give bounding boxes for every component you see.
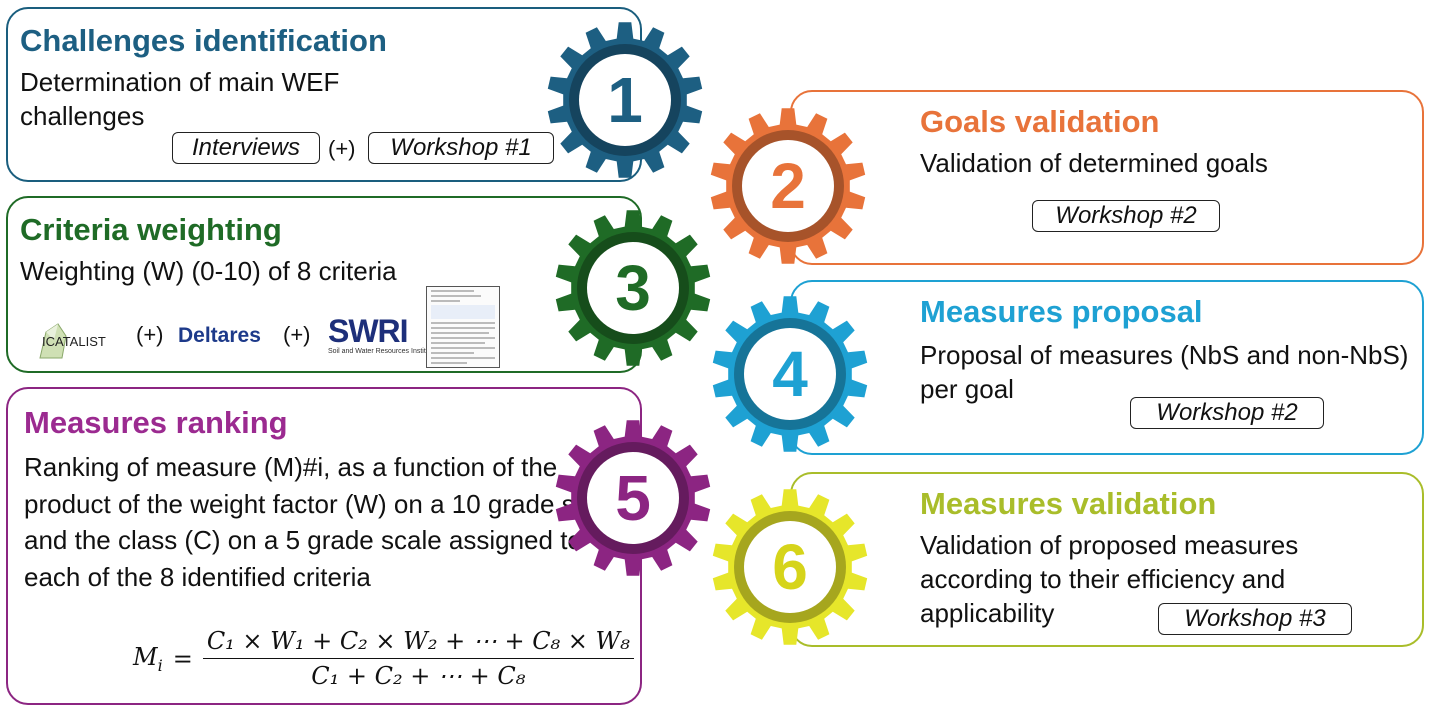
step-number-6: 6 [772,531,808,603]
step-2-description: Validation of determined goals [920,148,1268,178]
step-3-card: Criteria weighting Weighting (W) (0-10) … [6,196,642,373]
step-3-title: Criteria weighting [20,212,282,247]
step-3-description: Weighting (W) (0-10) of 8 criteria [20,256,397,286]
gear-icon: 1 [545,20,705,180]
formula-fraction: C₁ × W₁ + C₂ × W₂ + ⋯ + C₈ × W₈ C₁ + C₂ … [202,627,634,690]
step-1-title: Challenges identification [20,23,387,58]
workshop-2-tag: Workshop #2 [1032,200,1220,232]
gear-icon: 6 [710,487,870,647]
workshop-1-tag: Workshop #1 [368,132,554,164]
gear-center [587,242,679,334]
deltares-logo: Deltares [178,324,261,347]
formula-denominator: C₁ + C₂ + ⋯ + C₈ [311,662,526,690]
plus-sign: (+) [283,322,311,347]
step-1-description: Determination of main WEF challenges [20,67,340,131]
step-number-3: 3 [615,252,651,324]
gear-icon: 5 [553,418,713,578]
step-4-card: Measures proposal Proposal of measures (… [790,280,1424,455]
gear-center [587,452,679,544]
document-thumbnail [426,286,500,368]
swri-logo: SWRI Soil and Water Resources Institute [328,313,436,355]
plus-sign: (+) [328,136,356,161]
step-5-card: Measures ranking Ranking of measure (M)#… [6,387,642,705]
step-4-title: Measures proposal [920,294,1203,329]
formula-numerator: C₁ × W₁ + C₂ × W₂ + ⋯ + C₈ × W₈ [202,627,634,659]
step-1-card: Challenges identification Determination … [6,7,642,182]
icatalist-logo: ICATALIST [36,320,136,360]
gear-icon: 4 [710,294,870,454]
plus-sign: (+) [136,322,164,347]
step-5-title: Measures ranking [24,405,288,440]
gear-center [742,140,834,232]
gear-icon: 3 [553,208,713,368]
interviews-tag: Interviews [172,132,320,164]
step-2-title: Goals validation [920,104,1160,139]
svg-text:ICATALIST: ICATALIST [42,334,106,349]
step-number-2: 2 [770,150,806,222]
step-6-title: Measures validation [920,486,1217,521]
ranking-formula: Mi = C₁ × W₁ + C₂ × W₂ + ⋯ + C₈ × W₈ C₁ … [133,627,634,690]
step-6-card: Measures validation Validation of propos… [790,472,1424,647]
formula-equals: = [172,644,193,673]
step-number-1: 1 [607,64,643,136]
gear-center [579,54,671,146]
formula-lhs: Mi [133,642,163,675]
step-number-5: 5 [615,462,651,534]
step-6-description: Validation of proposed measures accordin… [920,530,1299,628]
gear-icon: 2 [708,106,868,266]
workshop-2-tag: Workshop #2 [1130,397,1324,429]
gear-center [744,328,836,420]
step-2-card: Goals validation Validation of determine… [790,90,1424,265]
step-number-4: 4 [772,338,808,410]
step-5-description: Ranking of measure (M)#i, as a function … [24,452,623,592]
step-4-description: Proposal of measures (NbS and non-NbS) p… [920,340,1409,404]
gear-center [744,521,836,613]
workshop-3-tag: Workshop #3 [1158,603,1352,635]
